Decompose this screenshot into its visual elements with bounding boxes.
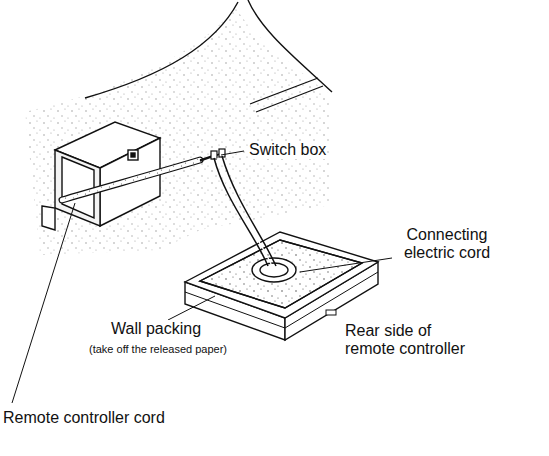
part-label: Switch box [248,141,327,159]
leader-line [300,258,392,272]
part-label: Remote controller cord [2,409,166,427]
wire [222,156,276,266]
wall-groove [250,78,323,112]
leader-line [168,296,215,320]
cord [62,160,200,200]
wire [217,158,272,266]
leader-line [221,151,244,155]
cord [62,160,200,200]
wall-edge [248,0,332,92]
leader-line [12,203,75,403]
cord [62,160,200,200]
terminal [211,151,217,159]
part-label: Rear side of remote controller [344,322,486,359]
part-label: Connecting electric cord [392,226,502,263]
terminal [219,149,225,157]
part-label: Wall packing [110,320,202,338]
part-label: (take off the released paper) [88,343,228,356]
wall-edge [85,2,238,98]
